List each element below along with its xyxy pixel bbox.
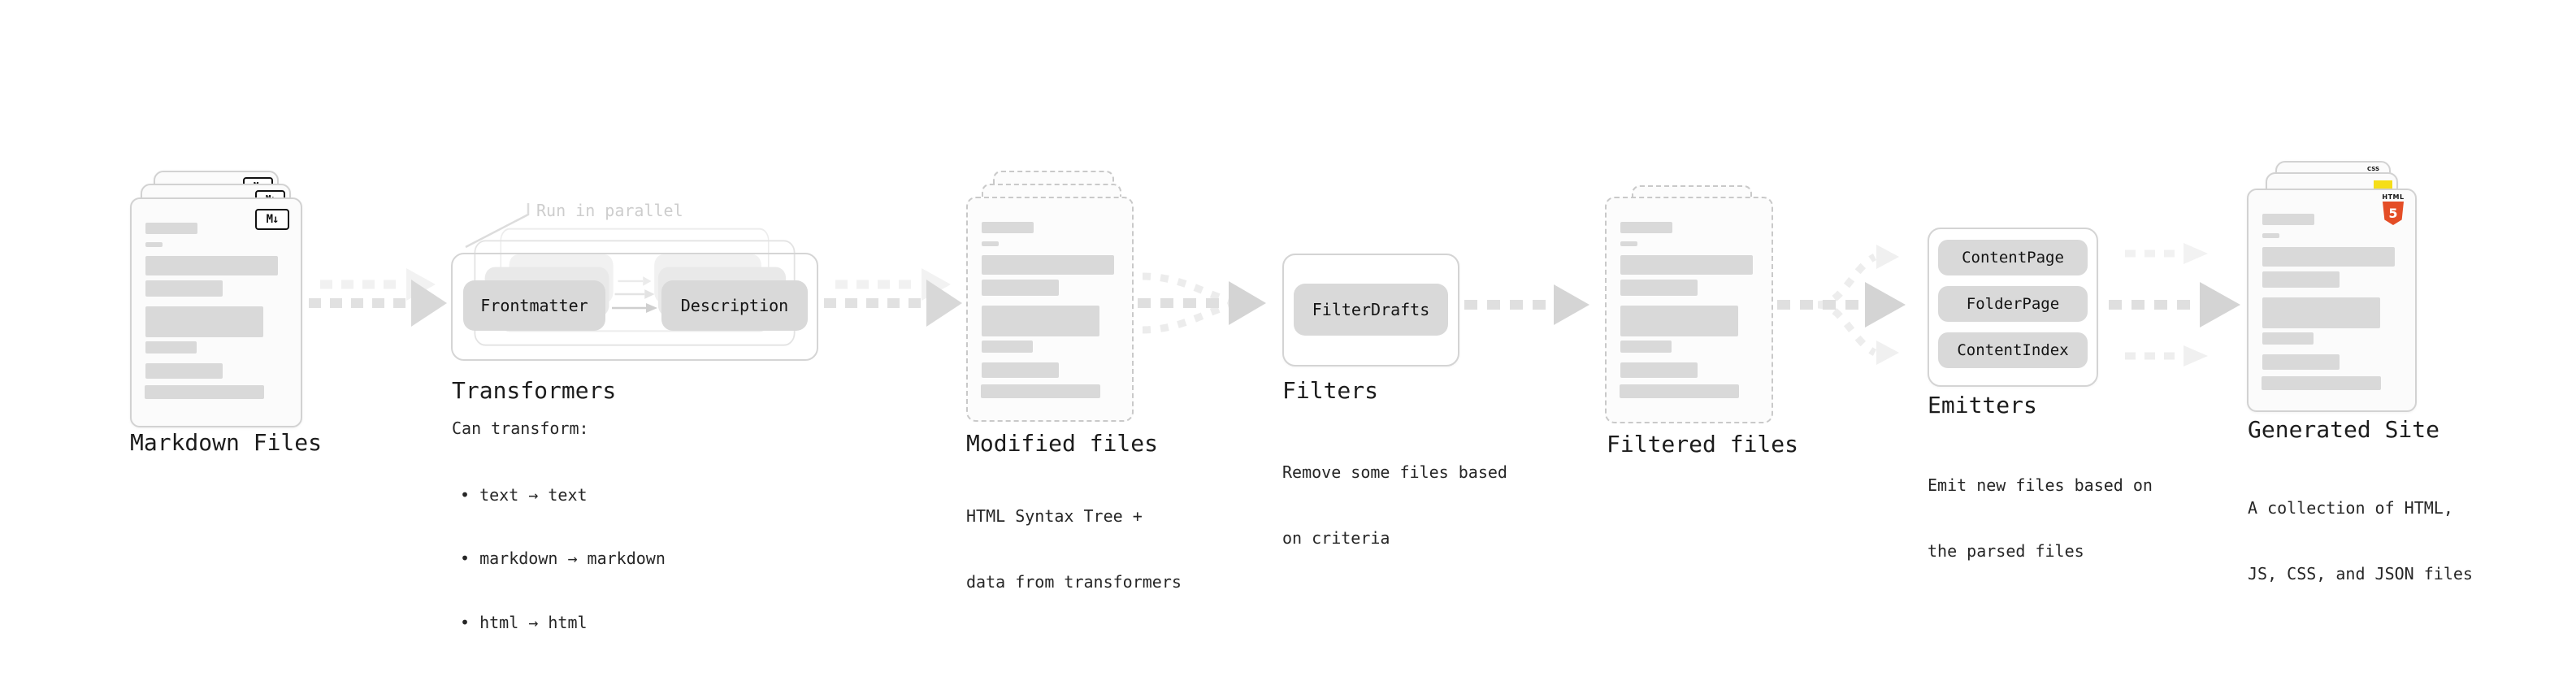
placeholder-bar bbox=[1620, 241, 1637, 246]
placeholder-bar bbox=[145, 242, 163, 247]
placeholder-bar bbox=[145, 256, 278, 275]
filters-caption: Remove some files based on criteria bbox=[1282, 418, 1507, 593]
folderpage-pill: FolderPage bbox=[1938, 286, 2088, 322]
caption-line: JS, CSS, and JSON files bbox=[2248, 564, 2473, 583]
file-card-front bbox=[1605, 197, 1773, 423]
bullet-line: • html → html bbox=[460, 613, 588, 633]
file-card-front: M↓ bbox=[130, 197, 302, 427]
arrow-right-icon bbox=[612, 303, 657, 313]
html5-shield: 5 bbox=[2383, 202, 2404, 225]
merge-arrow-icon bbox=[1138, 272, 1266, 334]
arrow-right-icon bbox=[614, 289, 655, 299]
modified-files-title: Modified files bbox=[966, 430, 1159, 457]
file-card-front bbox=[966, 197, 1134, 422]
flow-arrow-icon bbox=[309, 268, 447, 327]
placeholder-bar bbox=[982, 222, 1034, 233]
split-arrow-icon bbox=[1777, 245, 1906, 365]
bullet-line: • markdown → markdown bbox=[460, 549, 666, 569]
contentpage-pill: ContentPage bbox=[1938, 240, 2088, 275]
contentindex-pill: ContentIndex bbox=[1938, 332, 2088, 368]
placeholder-bar bbox=[145, 363, 223, 379]
main-arrow bbox=[824, 280, 962, 327]
flow-arrow-icon bbox=[1464, 284, 1589, 325]
placeholder-bar bbox=[982, 241, 999, 246]
bullet-line: • text → text bbox=[460, 484, 588, 505]
run-in-parallel-note: Run in parallel bbox=[536, 201, 683, 220]
placeholder-bar bbox=[145, 341, 197, 354]
placeholder-bar bbox=[2262, 376, 2381, 390]
transformer-layer-front: Frontmatter Description bbox=[451, 253, 818, 361]
placeholder-bar bbox=[2262, 233, 2279, 238]
placeholder-bar bbox=[145, 385, 264, 399]
caption-line: the parsed files bbox=[1928, 541, 2084, 561]
placeholder-bar bbox=[1620, 362, 1698, 378]
placeholder-bar bbox=[2262, 354, 2340, 370]
placeholder-bar bbox=[1620, 306, 1738, 336]
generated-site-title: Generated Site bbox=[2248, 416, 2440, 443]
placeholder-bar bbox=[2262, 271, 2340, 288]
markdown-icon: M↓ bbox=[255, 209, 289, 230]
caption-line: Remove some files based bbox=[1282, 462, 1507, 482]
markdown-files-title: Markdown Files bbox=[130, 429, 323, 456]
html5-icon: HTML 5 bbox=[2381, 193, 2405, 225]
placeholder-bar bbox=[2262, 332, 2314, 345]
caption-line: A collection of HTML, bbox=[2248, 498, 2453, 518]
caption-line: data from transformers bbox=[966, 572, 1182, 592]
placeholder-bar bbox=[1620, 340, 1672, 353]
placeholder-bar bbox=[1620, 255, 1753, 275]
transformers-bullets: • text → text • markdown → markdown • ht… bbox=[460, 441, 666, 676]
js-icon bbox=[2374, 180, 2392, 190]
emitters-box: ContentPage FolderPage ContentIndex bbox=[1928, 228, 2098, 387]
placeholder-bar bbox=[2262, 247, 2395, 267]
placeholder-bar bbox=[982, 306, 1099, 336]
placeholder-bar bbox=[145, 306, 263, 337]
placeholder-bar bbox=[982, 280, 1059, 296]
caption-line: on criteria bbox=[1282, 528, 1390, 548]
filterdrafts-pill: FilterDrafts bbox=[1294, 284, 1448, 336]
main-arrow bbox=[309, 280, 447, 327]
placeholder-bar bbox=[982, 362, 1059, 378]
modified-files-caption: HTML Syntax Tree + data from transformer… bbox=[966, 462, 1182, 637]
arrow-right-icon bbox=[618, 276, 652, 286]
placeholder-bar bbox=[145, 223, 197, 234]
caption-line: Emit new files based on bbox=[1928, 475, 2153, 495]
transformer-stack: Frontmatter Description bbox=[451, 228, 818, 361]
placeholder-bar bbox=[1620, 222, 1672, 233]
flow-arrow-icon bbox=[824, 268, 962, 327]
file-card-front: HTML 5 bbox=[2247, 189, 2417, 412]
placeholder-bar bbox=[1620, 280, 1698, 296]
placeholder-bar bbox=[982, 340, 1033, 353]
filtered-files-title: Filtered files bbox=[1607, 431, 1799, 458]
placeholder-bar bbox=[2262, 214, 2314, 225]
emitters-caption: Emit new files based on the parsed files bbox=[1928, 431, 2153, 606]
frontmatter-pill: Frontmatter bbox=[463, 280, 605, 331]
generated-site-caption: A collection of HTML, JS, CSS, and JSON … bbox=[2248, 453, 2473, 629]
description-pill: Description bbox=[661, 280, 808, 331]
emitters-title: Emitters bbox=[1928, 392, 2037, 419]
callout-line bbox=[465, 203, 530, 249]
transformers-title: Transformers bbox=[452, 377, 617, 404]
placeholder-bar bbox=[981, 384, 1100, 398]
placeholder-bar bbox=[145, 280, 223, 297]
html5-label: HTML bbox=[2382, 193, 2405, 201]
parallel-arrows-icon bbox=[2109, 243, 2240, 367]
placeholder-bar bbox=[2262, 297, 2380, 328]
placeholder-bar bbox=[1620, 384, 1739, 398]
css-label: CSS bbox=[2366, 166, 2380, 172]
transformers-caption: Can transform: bbox=[452, 419, 589, 438]
caption-line: HTML Syntax Tree + bbox=[966, 506, 1143, 526]
placeholder-bar bbox=[982, 255, 1114, 275]
filters-title: Filters bbox=[1282, 377, 1379, 404]
filters-box: FilterDrafts bbox=[1282, 254, 1459, 367]
